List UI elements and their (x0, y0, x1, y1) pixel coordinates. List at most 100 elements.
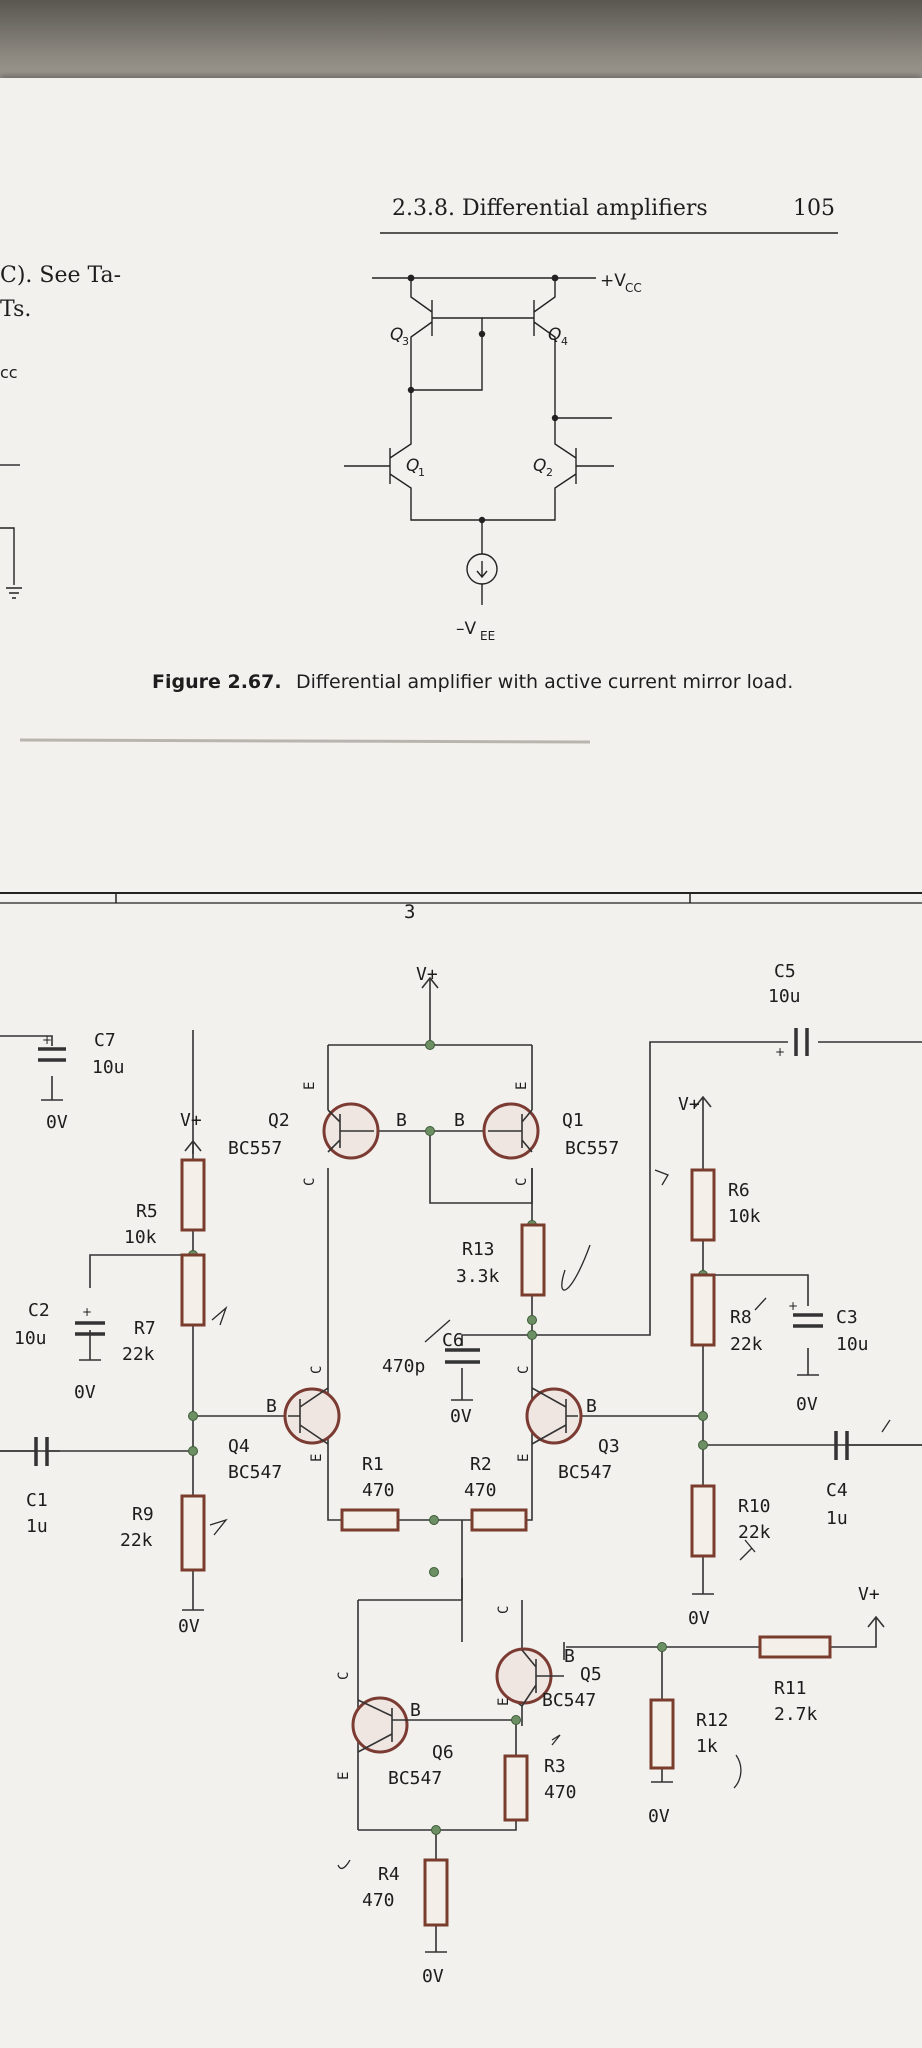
svg-text:10u: 10u (836, 1334, 869, 1355)
svg-text:B: B (396, 1110, 407, 1131)
section-header: 2.3.8. Differential amplifiers (392, 196, 708, 221)
svg-text:C4: C4 (826, 1480, 848, 1501)
vplus-right: V+ (678, 1094, 700, 1115)
mirror-schematic: +V CC Q 3 Q 4 Q 1 Q 2 –V EE (344, 271, 642, 643)
svg-text:+: + (82, 1305, 92, 1319)
resistor-r4 (423, 1858, 449, 1927)
svg-text:R7: R7 (134, 1318, 156, 1339)
svg-text:R11: R11 (774, 1678, 807, 1699)
svg-text:C: C (336, 1672, 352, 1680)
svg-text:10u: 10u (92, 1057, 125, 1078)
svg-text:EE: EE (480, 629, 495, 643)
svg-text:10u: 10u (14, 1328, 47, 1349)
svg-text:470: 470 (362, 1480, 395, 1501)
resistor-r6 (690, 1168, 716, 1242)
svg-text:+: + (775, 1045, 785, 1059)
svg-text:Q1: Q1 (562, 1110, 584, 1131)
resistor-r12 (649, 1698, 675, 1770)
svg-text:B: B (410, 1700, 421, 1721)
svg-text:R9: R9 (132, 1504, 154, 1525)
svg-text:Q: Q (548, 325, 561, 345)
svg-text:R13: R13 (462, 1239, 495, 1260)
book-excerpt: 2.3.8. Differential amplifiers 105 C). S… (0, 196, 838, 744)
svg-text:Q: Q (406, 456, 419, 476)
rail-symbols (41, 976, 885, 1953)
svg-text:22k: 22k (730, 1334, 763, 1355)
svg-text:Q: Q (390, 325, 403, 345)
svg-text:+: + (788, 1299, 798, 1313)
svg-text:1: 1 (418, 466, 425, 479)
svg-text:0V: 0V (46, 1112, 68, 1133)
svg-text:Q2: Q2 (268, 1110, 290, 1131)
resistor-r7 (180, 1253, 206, 1327)
svg-text:2.7k: 2.7k (774, 1704, 818, 1725)
svg-text:0V: 0V (450, 1406, 472, 1427)
svg-text:B: B (586, 1396, 597, 1417)
svg-text:R10: R10 (738, 1496, 771, 1517)
sheet-marker: 3 (404, 901, 415, 923)
svg-text:E: E (336, 1772, 352, 1780)
svg-text:C2: C2 (28, 1300, 50, 1321)
vplus-bottom: V+ (858, 1584, 880, 1605)
transistor-q4 (283, 1387, 341, 1445)
svg-text:1u: 1u (26, 1516, 48, 1537)
svg-text:0V: 0V (74, 1382, 96, 1403)
figure-caption-text: Differential amplifier with active curre… (296, 671, 793, 693)
vplus-top: V+ (416, 964, 438, 985)
svg-text:C3: C3 (836, 1307, 858, 1328)
svg-text:R5: R5 (136, 1201, 158, 1222)
svg-text:R6: R6 (728, 1180, 750, 1201)
junction-dots (188, 1040, 708, 1835)
svg-text:4: 4 (561, 335, 568, 348)
svg-text:470: 470 (362, 1890, 395, 1911)
svg-text:C6: C6 (442, 1330, 464, 1351)
svg-text:0V: 0V (796, 1394, 818, 1415)
svg-text:10u: 10u (768, 986, 801, 1007)
pin-letters: E C E C C E C E C E C E (302, 1082, 532, 1780)
svg-text:BC547: BC547 (542, 1690, 596, 1711)
svg-text:R1: R1 (362, 1454, 384, 1475)
svg-text:1u: 1u (826, 1508, 848, 1529)
figure-caption-number: Figure 2.67. (152, 671, 282, 693)
svg-text:B: B (454, 1110, 465, 1131)
resistor-r13 (520, 1223, 546, 1297)
page-number: 105 (793, 196, 835, 221)
svg-text:0V: 0V (688, 1608, 710, 1629)
resistors (180, 1158, 832, 1927)
svg-text:BC547: BC547 (558, 1462, 612, 1483)
svg-text:B: B (564, 1646, 575, 1667)
svg-text:22k: 22k (122, 1344, 155, 1365)
resistor-r8 (690, 1273, 716, 1347)
vplus-left: V+ (180, 1110, 202, 1131)
svg-text:C5: C5 (774, 961, 796, 982)
svg-text:470: 470 (544, 1782, 577, 1803)
svg-text:0V: 0V (422, 1966, 444, 1987)
svg-text:+: + (42, 1033, 52, 1047)
resistor-r3 (503, 1754, 529, 1822)
svg-text:10k: 10k (124, 1227, 157, 1248)
svg-text:Q5: Q5 (580, 1664, 602, 1685)
resistor-r11 (758, 1635, 832, 1659)
svg-text:B: B (266, 1396, 277, 1417)
svg-text:C: C (514, 1178, 530, 1186)
left-text-line1: C). See Ta- (0, 263, 121, 288)
transistor-q3 (525, 1387, 583, 1445)
resistor-r1 (340, 1508, 400, 1532)
svg-text:470p: 470p (382, 1356, 425, 1377)
left-text-line2: Ts. (0, 297, 31, 322)
bleed-through-line (19, 738, 591, 744)
svg-text:BC557: BC557 (228, 1138, 282, 1159)
transistor-q6 (351, 1696, 409, 1754)
svg-text:R12: R12 (696, 1710, 729, 1731)
svg-text:C: C (496, 1606, 512, 1614)
svg-text:470: 470 (464, 1480, 497, 1501)
transistors (283, 1102, 583, 1754)
svg-text:3.3k: 3.3k (456, 1266, 500, 1287)
resistor-r9 (180, 1494, 206, 1572)
svg-text:R3: R3 (544, 1756, 566, 1777)
svg-text:0V: 0V (178, 1616, 200, 1637)
svg-text:22k: 22k (120, 1530, 153, 1551)
svg-text:C: C (302, 1178, 318, 1186)
